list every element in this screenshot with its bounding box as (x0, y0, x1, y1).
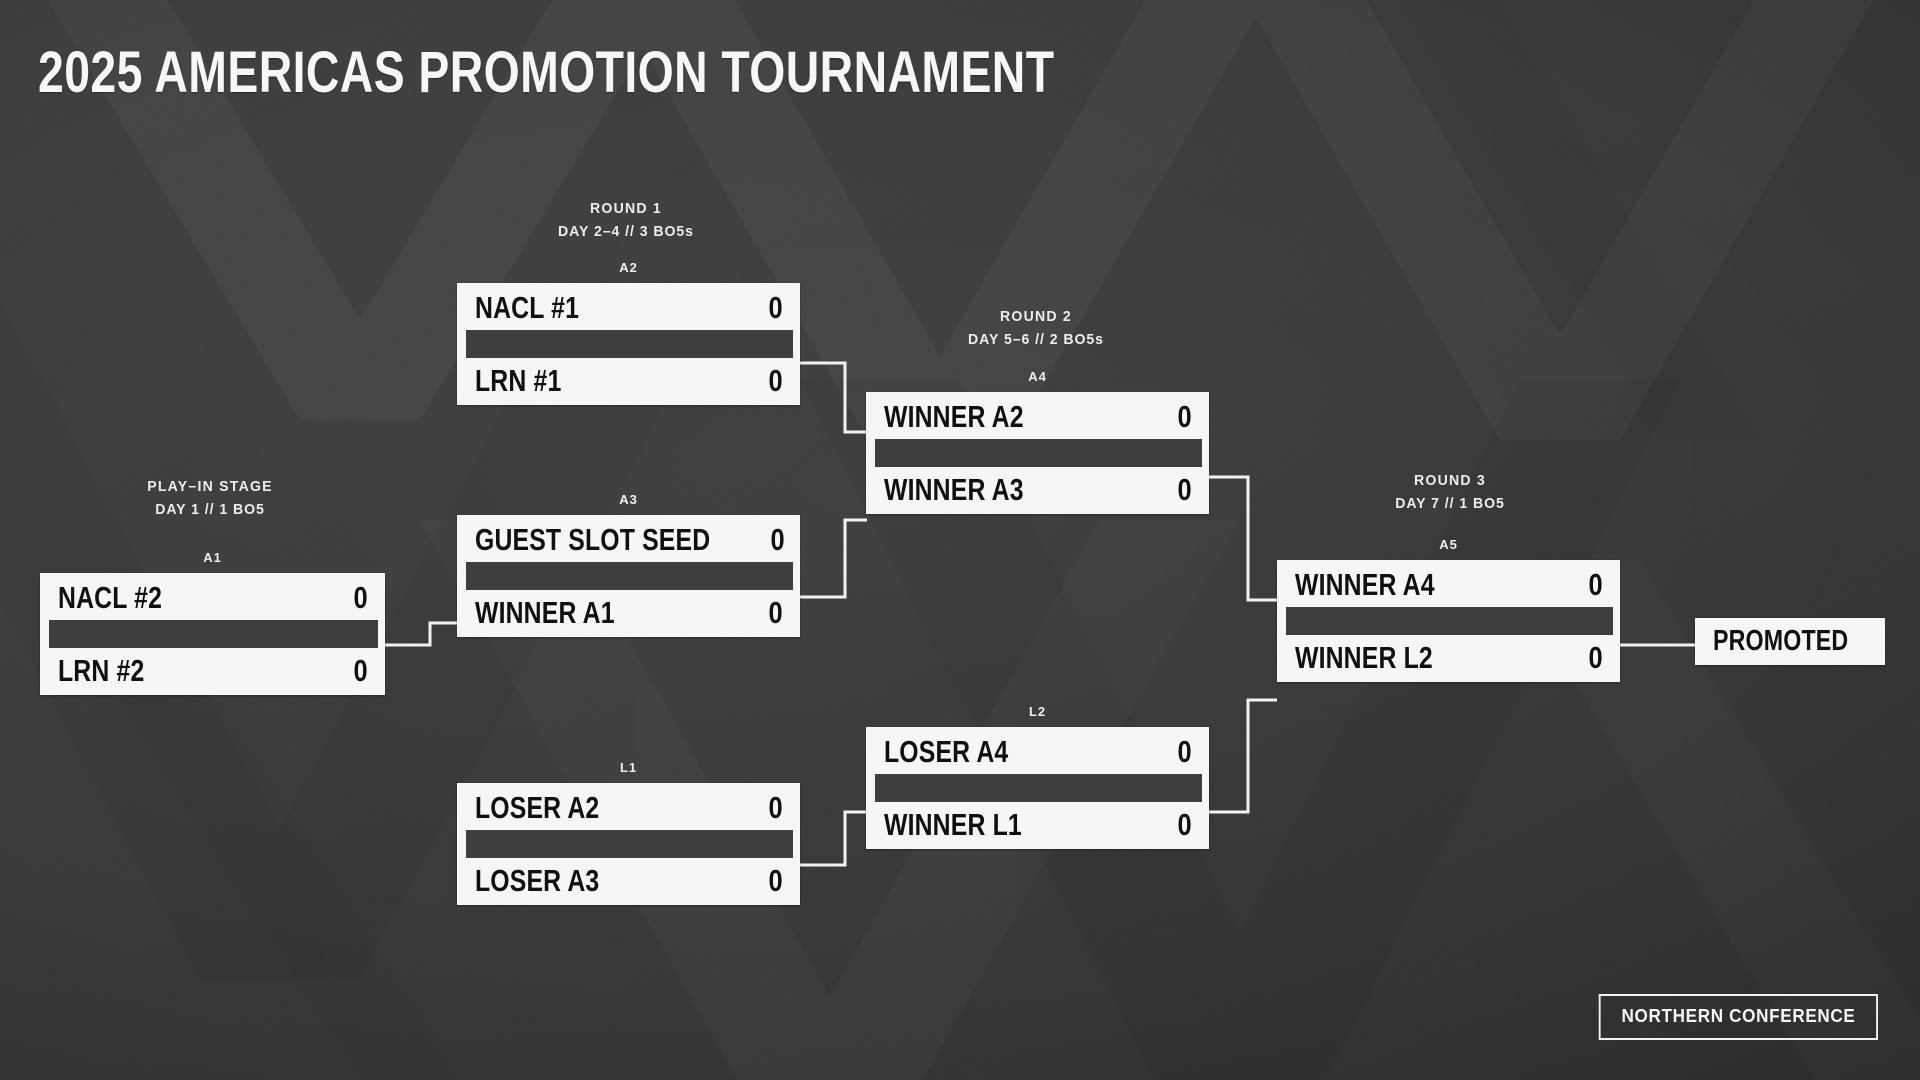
team-name: WINNER A3 (884, 472, 1024, 507)
team-row[interactable]: LOSER A3 0 (457, 861, 800, 900)
team-name: WINNER L2 (1295, 640, 1433, 675)
stage-name: ROUND 3 (1413, 472, 1486, 489)
stage-header-round-2: ROUND 2 DAY 5–6 // 2 BO5s (964, 308, 1109, 348)
conference-badge: NORTHERN CONFERENCE (1598, 994, 1878, 1040)
match-code: A1 (203, 550, 222, 565)
team-row[interactable]: LOSER A4 0 (866, 732, 1209, 771)
team-name: WINNER A4 (1295, 567, 1435, 602)
team-name: LOSER A3 (475, 863, 600, 898)
team-score: 0 (768, 595, 783, 630)
team-score: 0 (1177, 472, 1192, 507)
match-box[interactable]: WINNER A2 0 WINNER A3 0 (866, 392, 1209, 514)
team-row[interactable]: NACL #2 0 (40, 578, 385, 617)
stage-header-round-1: ROUND 1 DAY 2–4 // 3 BO5s (554, 200, 699, 240)
team-name: WINNER A2 (884, 399, 1024, 434)
team-score: 0 (768, 863, 783, 898)
team-name: LRN #1 (475, 363, 562, 398)
team-name: WINNER L1 (884, 807, 1022, 842)
team-name: LOSER A2 (475, 790, 600, 825)
stage-schedule: DAY 2–4 // 3 BO5s (558, 223, 694, 240)
team-row[interactable]: LRN #1 0 (457, 361, 800, 400)
match-separator (466, 830, 793, 858)
team-row[interactable]: WINNER A2 0 (866, 397, 1209, 436)
team-score: 0 (1588, 567, 1603, 602)
team-score: 0 (353, 580, 368, 615)
team-name: NACL #2 (58, 580, 163, 615)
team-row[interactable]: NACL #1 0 (457, 288, 800, 327)
match-code: A5 (1439, 537, 1458, 552)
stage-name: PLAY–IN STAGE (147, 478, 273, 495)
match-code: L1 (620, 760, 637, 775)
team-name: LOSER A4 (884, 734, 1009, 769)
match-l2[interactable]: L2 LOSER A4 0 WINNER L1 0 (866, 704, 1209, 849)
match-separator (875, 439, 1202, 467)
match-a4[interactable]: A4 WINNER A2 0 WINNER A3 0 (866, 369, 1209, 514)
match-separator (466, 562, 793, 590)
team-score: 0 (1588, 640, 1603, 675)
team-name: NACL #1 (475, 290, 580, 325)
match-a5[interactable]: A5 WINNER A4 0 WINNER L2 0 (1277, 537, 1620, 682)
stage-header-play-in: PLAY–IN STAGE DAY 1 // 1 BO5 (143, 478, 277, 518)
match-code: A4 (1028, 369, 1047, 384)
stage-schedule: DAY 1 // 1 BO5 (155, 501, 265, 518)
match-a2[interactable]: A2 NACL #1 0 LRN #1 0 (457, 260, 800, 405)
stage-name: ROUND 2 (999, 308, 1072, 325)
result-box[interactable]: PROMOTED (1695, 618, 1885, 665)
match-box[interactable]: LOSER A2 0 LOSER A3 0 (457, 783, 800, 905)
match-code: A3 (619, 492, 638, 507)
team-name: GUEST SLOT SEED (475, 522, 711, 557)
result-label: PROMOTED (1713, 625, 1849, 657)
team-score: 0 (1177, 807, 1192, 842)
team-row[interactable]: WINNER L1 0 (866, 805, 1209, 844)
match-a3[interactable]: A3 GUEST SLOT SEED 0 WINNER A1 0 (457, 492, 800, 637)
team-score: 0 (1177, 734, 1192, 769)
stage-name: ROUND 1 (589, 200, 662, 217)
team-score: 0 (768, 790, 783, 825)
page-title: 2025 AMERICAS PROMOTION TOURNAMENT (38, 40, 1055, 105)
match-code: L2 (1029, 704, 1046, 719)
team-row[interactable]: LRN #2 0 (40, 651, 385, 690)
match-separator (1286, 607, 1613, 635)
team-score: 0 (1177, 399, 1192, 434)
match-box[interactable]: LOSER A4 0 WINNER L1 0 (866, 727, 1209, 849)
team-row[interactable]: WINNER A1 0 (457, 593, 800, 632)
stage-header-round-3: ROUND 3 DAY 7 // 1 BO5 (1392, 472, 1509, 512)
team-row[interactable]: WINNER L2 0 (1277, 638, 1620, 677)
match-separator (875, 774, 1202, 802)
team-row[interactable]: GUEST SLOT SEED 0 (457, 520, 800, 559)
team-name: WINNER A1 (475, 595, 615, 630)
match-code: A2 (619, 260, 638, 275)
match-separator (466, 330, 793, 358)
team-row[interactable]: WINNER A4 0 (1277, 565, 1620, 604)
team-row[interactable]: LOSER A2 0 (457, 788, 800, 827)
stage-schedule: DAY 7 // 1 BO5 (1395, 495, 1505, 512)
match-separator (49, 620, 378, 648)
match-box[interactable]: GUEST SLOT SEED 0 WINNER A1 0 (457, 515, 800, 637)
match-box[interactable]: NACL #1 0 LRN #1 0 (457, 283, 800, 405)
team-name: LRN #2 (58, 653, 145, 688)
stage-schedule: DAY 5–6 // 2 BO5s (968, 331, 1104, 348)
match-l1[interactable]: L1 LOSER A2 0 LOSER A3 0 (457, 760, 800, 905)
match-box[interactable]: NACL #2 0 LRN #2 0 (40, 573, 385, 695)
team-row[interactable]: WINNER A3 0 (866, 470, 1209, 509)
team-score: 0 (770, 522, 785, 557)
match-a1[interactable]: A1 NACL #2 0 LRN #2 0 (40, 550, 385, 695)
team-score: 0 (353, 653, 368, 688)
team-score: 0 (768, 290, 783, 325)
team-score: 0 (768, 363, 783, 398)
promoted-slot[interactable]: PROMOTED (1695, 618, 1885, 665)
match-box[interactable]: WINNER A4 0 WINNER L2 0 (1277, 560, 1620, 682)
